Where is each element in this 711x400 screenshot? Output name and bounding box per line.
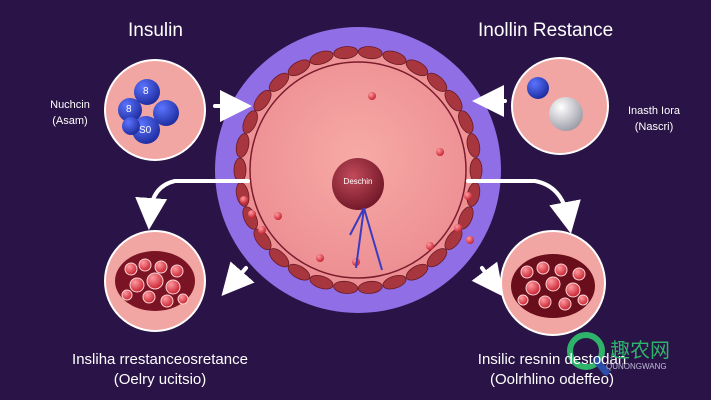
tissue-cell bbox=[565, 282, 581, 298]
tissue-cell bbox=[160, 294, 174, 308]
molecule-label-3: S0 bbox=[139, 125, 152, 136]
label-right-line1: Inasth Iora bbox=[628, 105, 680, 117]
vesicle bbox=[458, 110, 474, 134]
caption-left-line2: (Oelry ucitsio) bbox=[113, 371, 207, 388]
vesicle bbox=[287, 59, 311, 77]
title-insulin: Insulin bbox=[128, 20, 183, 41]
tissue-cell bbox=[554, 263, 568, 277]
vesicle bbox=[333, 46, 359, 60]
title-insulin-resistance: Inollin Restance bbox=[478, 20, 614, 41]
caption-right-line1: Insilic resnin destodan bbox=[477, 351, 627, 368]
signal-lines bbox=[349, 207, 383, 271]
arrow-bottom-left bbox=[221, 261, 255, 297]
insulin-molecule-icon bbox=[118, 79, 179, 144]
arrow-mid-right bbox=[466, 179, 581, 234]
vesicle bbox=[357, 280, 383, 294]
arrow-icon bbox=[135, 85, 581, 297]
vesicle bbox=[466, 133, 481, 158]
watermark-subtext: QUNONGWANG bbox=[606, 362, 667, 371]
tissue-cell bbox=[538, 295, 552, 309]
cell-granules bbox=[240, 92, 474, 266]
vesicle bbox=[357, 46, 383, 60]
tissue-cell bbox=[558, 297, 572, 311]
tissue-cell bbox=[577, 294, 589, 306]
granule bbox=[436, 148, 444, 156]
tissue-cell bbox=[520, 265, 534, 279]
tissue-cell bbox=[138, 258, 152, 272]
tissue-cell bbox=[121, 289, 133, 301]
nucleus bbox=[332, 158, 384, 210]
vesicle bbox=[233, 157, 247, 183]
granule bbox=[274, 212, 282, 220]
cell-membrane bbox=[249, 61, 467, 279]
nucleus-label: Deschin bbox=[343, 177, 373, 186]
vesicle bbox=[253, 89, 272, 112]
sphere-icon bbox=[549, 97, 583, 131]
granule bbox=[240, 196, 248, 204]
vesicle bbox=[268, 248, 290, 268]
tissue-left-cells bbox=[121, 258, 189, 308]
vesicle bbox=[405, 59, 429, 77]
vesicle bbox=[333, 280, 359, 294]
granule bbox=[368, 92, 376, 100]
tissue-cell bbox=[154, 260, 168, 274]
vesicle bbox=[469, 157, 483, 183]
vesicle bbox=[235, 133, 250, 158]
caption-right-line2: (Oolrhlino odeffeo) bbox=[490, 371, 614, 388]
tissue-cell bbox=[165, 279, 181, 295]
granule bbox=[454, 224, 462, 232]
molecule-label-1: 8 bbox=[143, 86, 149, 97]
tissue-cell bbox=[124, 262, 138, 276]
tissue-cell bbox=[536, 261, 550, 275]
tissue-cell bbox=[129, 277, 145, 293]
molecule-label-2: 8 bbox=[126, 104, 132, 115]
granule bbox=[464, 192, 472, 200]
vesicle bbox=[444, 89, 463, 112]
tissue-cell bbox=[517, 294, 529, 306]
vesicle bbox=[426, 72, 448, 92]
tissue-cell bbox=[146, 272, 164, 290]
label-left-line2: (Asam) bbox=[52, 115, 88, 127]
vesicle bbox=[405, 263, 429, 281]
vesicle bbox=[426, 248, 448, 268]
vesicle bbox=[287, 263, 311, 281]
tissue-left bbox=[104, 230, 206, 332]
label-right-line2: (Nascri) bbox=[634, 121, 674, 133]
label-left-line1: Nuchcin bbox=[50, 99, 90, 111]
vesicle bbox=[268, 72, 290, 92]
vesicle bbox=[309, 274, 334, 290]
vesicle bbox=[382, 50, 407, 66]
granule bbox=[248, 210, 256, 218]
granule bbox=[466, 236, 474, 244]
tissue-cell bbox=[545, 276, 561, 292]
small-insulin-icon bbox=[527, 77, 549, 99]
tissue-cell bbox=[170, 264, 184, 278]
watermark-logo bbox=[567, 332, 610, 376]
tissue-cell bbox=[142, 290, 156, 304]
granule bbox=[258, 226, 266, 234]
vesicle bbox=[309, 50, 334, 66]
central-cell bbox=[215, 27, 501, 313]
arrow-mid-left bbox=[135, 179, 250, 230]
tissue-right bbox=[500, 230, 606, 336]
watermark-text: 趣农网 bbox=[610, 338, 670, 362]
granule bbox=[426, 242, 434, 250]
caption-left-line1: Insliha rrestanceosretance bbox=[72, 351, 248, 368]
arrow-bottom-right bbox=[471, 261, 504, 297]
tissue-cell bbox=[572, 267, 586, 281]
vesicle bbox=[253, 228, 272, 251]
tissue-right-cells bbox=[517, 261, 589, 311]
vesicle bbox=[382, 274, 407, 290]
granule bbox=[316, 254, 324, 262]
tissue-cell bbox=[525, 280, 541, 296]
membrane-vesicles bbox=[233, 46, 483, 294]
resistance-panel bbox=[511, 57, 609, 155]
insulin-panel bbox=[104, 59, 206, 161]
tissue-cell bbox=[177, 293, 189, 305]
